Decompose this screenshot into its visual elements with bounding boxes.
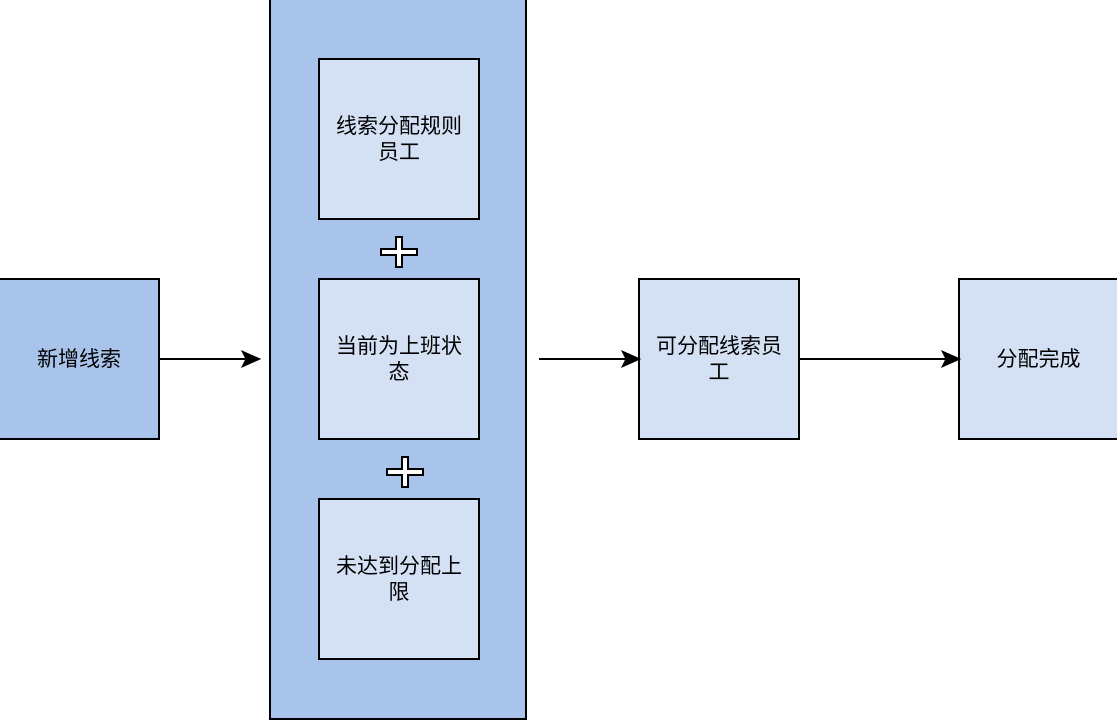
node-on-duty: 当前为上班状态 <box>318 278 480 440</box>
arrow-new-lead-to-conditions <box>160 349 262 369</box>
node-new-lead: 新增线索 <box>0 278 160 440</box>
node-under-limit: 未达到分配上限 <box>318 498 480 660</box>
arrow-assignable-to-done <box>800 349 962 369</box>
plus-icon <box>380 236 418 268</box>
node-rule-staff: 线索分配规则员工 <box>318 58 480 220</box>
arrow-conditions-to-assignable <box>539 349 642 369</box>
node-assignable-staff: 可分配线索员工 <box>638 278 800 440</box>
plus-icon <box>386 456 424 488</box>
